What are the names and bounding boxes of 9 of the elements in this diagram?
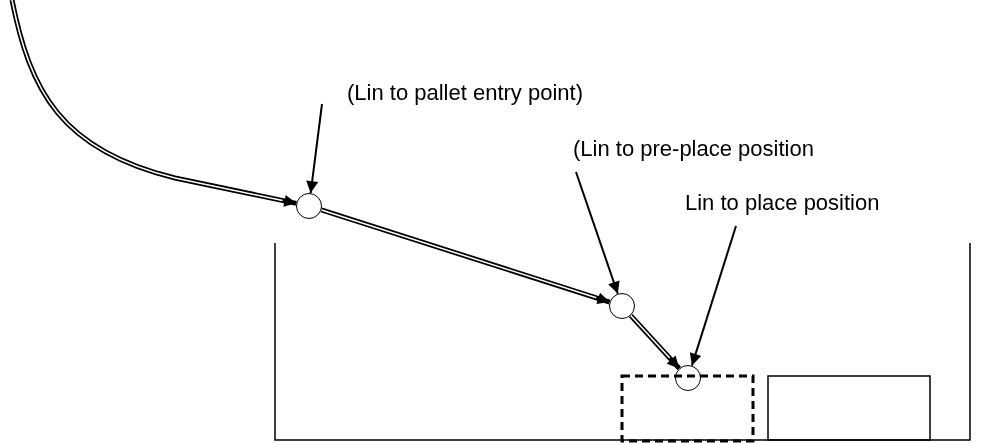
arrow [320, 207, 611, 305]
arrow [628, 313, 682, 371]
arrow [9, 0, 297, 207]
callout-label: (Lin to pallet entry point) [347, 80, 584, 106]
arrow [689, 225, 737, 367]
callout-label: (Lin to pre-place position [573, 136, 814, 162]
callout-label: Lin to place position [685, 190, 880, 216]
arrow [575, 171, 620, 295]
arrow [306, 103, 323, 195]
